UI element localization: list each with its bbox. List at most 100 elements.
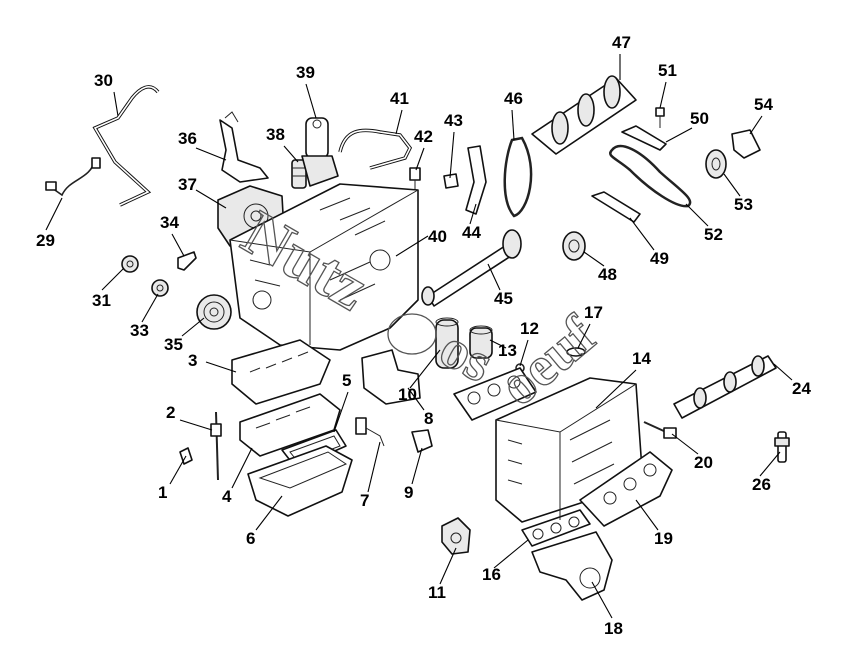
leader-line bbox=[195, 147, 227, 161]
leader-line bbox=[629, 217, 655, 251]
leader-line bbox=[367, 441, 381, 493]
label-20: 20 bbox=[694, 453, 713, 472]
leader-line bbox=[659, 81, 667, 109]
leader-line bbox=[113, 91, 119, 117]
leader-line bbox=[179, 419, 213, 431]
label-40: 40 bbox=[428, 227, 447, 246]
label-33: 33 bbox=[130, 321, 149, 340]
leader-line bbox=[493, 539, 529, 569]
part-16-gasket bbox=[521, 509, 591, 547]
part-17-washer bbox=[566, 347, 586, 357]
leader-line bbox=[635, 499, 659, 531]
label-44: 44 bbox=[462, 223, 481, 242]
part-9-sensor bbox=[411, 429, 433, 453]
leader-line bbox=[469, 203, 477, 225]
leader-line bbox=[305, 83, 317, 119]
label-51: 51 bbox=[658, 61, 677, 80]
label-14: 14 bbox=[632, 349, 651, 368]
part-6-oil-pan bbox=[247, 445, 353, 517]
leader-line bbox=[45, 197, 63, 231]
leader-line bbox=[101, 267, 125, 291]
leader-line bbox=[171, 233, 185, 257]
leader-line bbox=[411, 447, 423, 485]
leader-line bbox=[415, 147, 425, 171]
label-31: 31 bbox=[92, 291, 111, 310]
leader-line bbox=[181, 317, 205, 337]
label-5: 5 bbox=[342, 371, 351, 390]
part-34-bolt bbox=[177, 251, 197, 271]
part-7-sensor bbox=[355, 417, 385, 447]
label-29: 29 bbox=[36, 231, 55, 250]
part-26-injector bbox=[774, 431, 790, 463]
part-2-dipstick bbox=[210, 411, 222, 481]
part-10-filter-housing bbox=[435, 317, 459, 369]
part-39-pump bbox=[301, 117, 339, 187]
leader-line bbox=[141, 293, 159, 323]
part-54-bracket bbox=[731, 129, 761, 159]
label-30: 30 bbox=[94, 71, 113, 90]
part-labels: 1 2 3 4 5 6 7 8 9 10 11 12 13 14 16 17 1… bbox=[36, 33, 811, 638]
leader-line bbox=[407, 387, 425, 411]
label-26: 26 bbox=[752, 475, 771, 494]
label-53: 53 bbox=[734, 195, 753, 214]
label-37: 37 bbox=[178, 175, 197, 194]
part-52-chain bbox=[609, 144, 692, 208]
part-31-roller bbox=[121, 255, 139, 273]
leader-line bbox=[759, 451, 781, 477]
part-46-timing-chain bbox=[503, 136, 533, 218]
label-34: 34 bbox=[160, 213, 179, 232]
leader-line bbox=[333, 391, 349, 433]
leader-line bbox=[671, 433, 699, 455]
leader-line bbox=[395, 235, 429, 257]
leader-line bbox=[231, 447, 253, 489]
label-52: 52 bbox=[704, 225, 723, 244]
leader-line bbox=[487, 263, 501, 291]
label-4: 4 bbox=[222, 487, 232, 506]
label-36: 36 bbox=[178, 129, 197, 148]
part-19-intake-manifold bbox=[579, 451, 673, 527]
leader-line bbox=[255, 495, 283, 531]
part-41-pipe bbox=[338, 128, 413, 170]
part-20-bolt bbox=[643, 421, 677, 439]
part-48-roller bbox=[562, 231, 586, 261]
head-gasket bbox=[453, 367, 537, 421]
leader-line bbox=[577, 323, 591, 349]
part-36-bracket bbox=[219, 111, 269, 183]
part-53-sprocket bbox=[705, 149, 727, 179]
leader-line bbox=[205, 361, 237, 373]
label-35: 35 bbox=[164, 335, 183, 354]
label-12: 12 bbox=[520, 319, 539, 338]
part-33-roller bbox=[151, 279, 169, 297]
label-3: 3 bbox=[188, 351, 197, 370]
label-16: 16 bbox=[482, 565, 501, 584]
part-38-filter bbox=[291, 159, 307, 189]
label-24: 24 bbox=[792, 379, 811, 398]
label-49: 49 bbox=[650, 249, 669, 268]
leader-line bbox=[283, 145, 299, 163]
leader-line bbox=[773, 363, 793, 381]
label-18: 18 bbox=[604, 619, 623, 638]
part-47-crankshaft bbox=[531, 75, 637, 155]
label-48: 48 bbox=[598, 265, 617, 284]
leader-line bbox=[511, 109, 515, 141]
label-43: 43 bbox=[444, 111, 463, 130]
label-6: 6 bbox=[246, 529, 255, 548]
leader-line bbox=[195, 189, 227, 209]
leader-line bbox=[169, 455, 187, 485]
part-40-cylinder-block bbox=[229, 183, 419, 351]
label-19: 19 bbox=[654, 529, 673, 548]
leader-line bbox=[723, 173, 741, 197]
leader-line bbox=[583, 251, 605, 267]
part-45-balance-shaft bbox=[421, 229, 522, 307]
part-13-filter bbox=[469, 325, 493, 359]
leader-line bbox=[591, 581, 613, 619]
label-7: 7 bbox=[360, 491, 369, 510]
label-45: 45 bbox=[494, 289, 513, 308]
label-8: 8 bbox=[424, 409, 433, 428]
label-9: 9 bbox=[404, 483, 413, 502]
part-49-chain-guide bbox=[591, 191, 641, 223]
label-39: 39 bbox=[296, 63, 315, 82]
leader-line bbox=[395, 109, 403, 135]
label-13: 13 bbox=[498, 341, 517, 360]
